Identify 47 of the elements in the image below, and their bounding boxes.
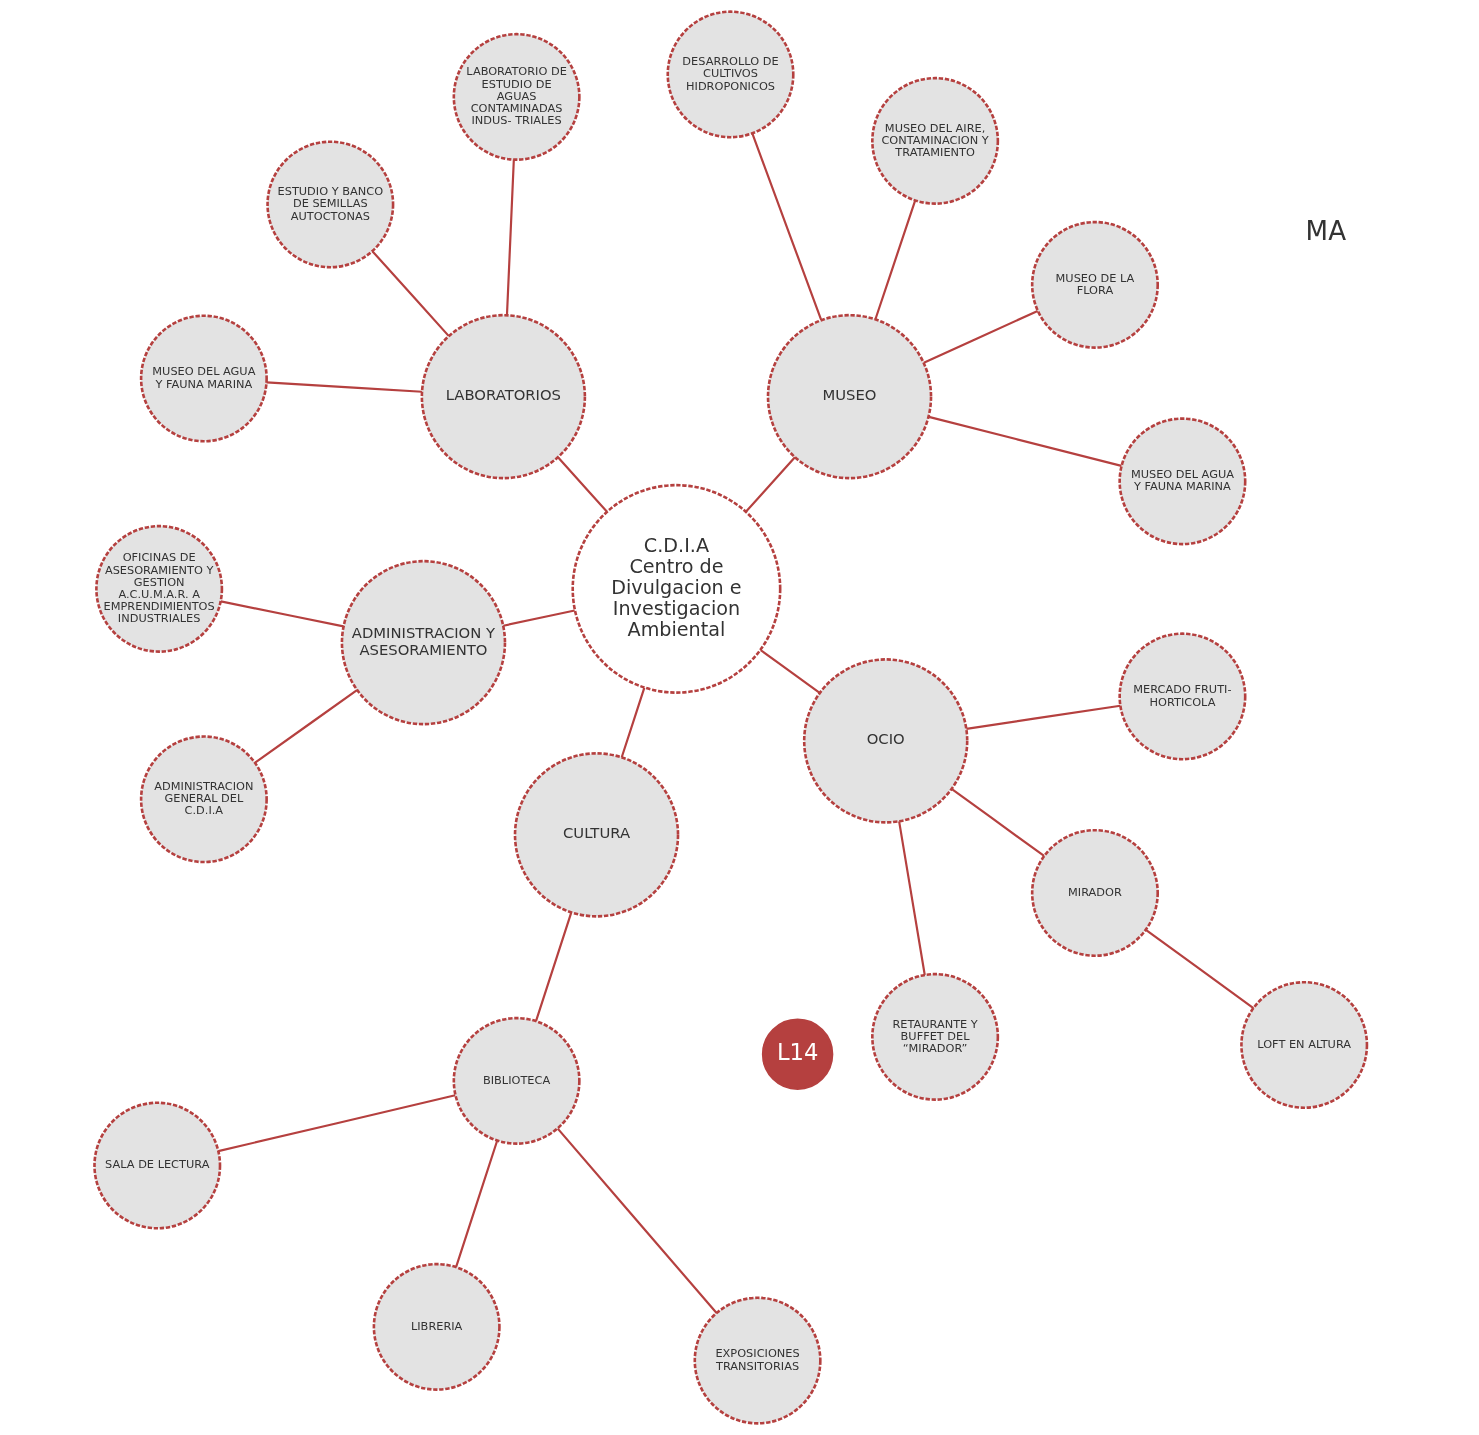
- connector: [928, 415, 1122, 467]
- connector: [371, 250, 449, 337]
- node-circle: MUSEO: [766, 313, 932, 480]
- connector: [897, 821, 926, 976]
- node-circle: BIBLIOTECA: [452, 1016, 581, 1145]
- node-circle: MUSEO DE LA FLORA: [1030, 220, 1159, 349]
- node-circle: MUSEO DEL AGUA Y FAUNA MARINA: [139, 314, 268, 443]
- connector: [505, 159, 515, 316]
- node-circle: MERCADO FRUTI- HORTICOLA: [1117, 632, 1246, 761]
- connector: [620, 687, 645, 758]
- connector: [534, 912, 572, 1022]
- connector: [750, 133, 822, 321]
- connector: [556, 456, 608, 513]
- node-circle: OFICINAS DE ASESORAMIENTO Y GESTION A.C.U.M.A.R. A EMPRENDIMIENTOS INDUSTRIALES: [94, 524, 223, 653]
- node-circle: LABORATORIO DE ESTUDIO DE AGUAS CONTAMINADAS INDUS- TRIALES: [452, 32, 581, 161]
- node-circle: MIRADOR: [1030, 828, 1159, 957]
- connector: [744, 456, 796, 513]
- connector: [254, 689, 358, 764]
- connector: [217, 1094, 455, 1153]
- node-circle: LOFT EN ALTURA: [1239, 980, 1368, 1110]
- connector: [950, 788, 1045, 857]
- connector: [502, 609, 575, 627]
- connector: [265, 381, 422, 393]
- node-circle: ADMINISTRACION GENERAL DEL C.D.I.A: [139, 735, 268, 864]
- connector: [220, 600, 344, 628]
- node-circle: DESARROLLO DE CULTIVOS HIDROPONICOS: [665, 10, 795, 139]
- node-circle: MUSEO DEL AGUA Y FAUNA MARINA: [1117, 417, 1246, 546]
- node-circle: SALA DE LECTURA: [92, 1101, 221, 1230]
- connector: [922, 309, 1038, 364]
- node-circle: OCIO: [802, 658, 968, 824]
- node-circle: ESTUDIO Y BANCO DE SEMILLAS AUTOCTONAS: [265, 140, 394, 269]
- connector: [965, 704, 1120, 730]
- node-circle: ADMINISTRACION Y ASESORAMIENTO: [340, 559, 506, 726]
- connector: [759, 649, 820, 694]
- node-circle: C.D.I.A Centro de Divulgacion e Investigacion Ambiental: [570, 483, 781, 694]
- node-circle: LIBRERIA: [372, 1262, 501, 1391]
- node-circle: EXPOSICIONES TRANSITORIAS: [693, 1296, 822, 1425]
- node-circle: RETAURANTE Y BUFFET DEL “MIRADOR”: [870, 972, 999, 1101]
- connector: [454, 1140, 498, 1268]
- node-circle: CULTURA: [513, 752, 679, 918]
- node-circle: MUSEO DEL AIRE, CONTAMINACION Y TRATAMIENTO: [870, 76, 999, 205]
- connector: [1144, 929, 1254, 1009]
- label: MA: [1305, 215, 1346, 246]
- node-circle: LABORATORIOS: [420, 313, 586, 480]
- connector: [873, 200, 916, 320]
- label: L14: [776, 1038, 818, 1065]
- connector: [556, 1127, 717, 1314]
